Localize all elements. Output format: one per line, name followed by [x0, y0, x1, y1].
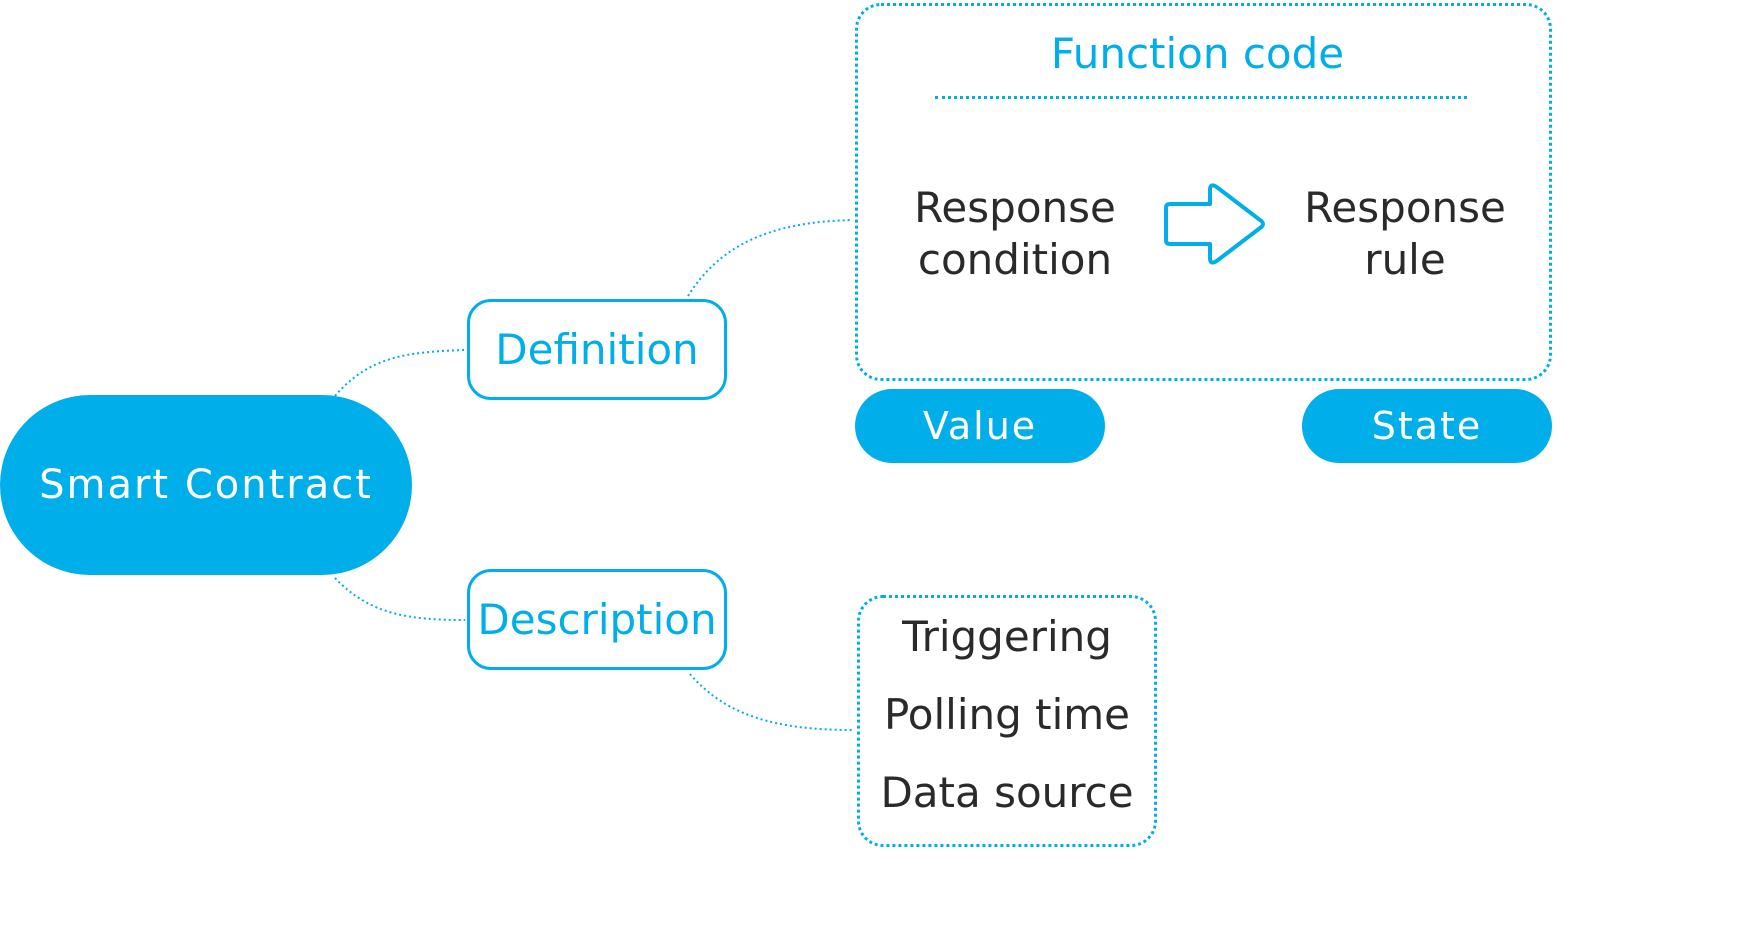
description-node: Description [467, 569, 727, 670]
connector-root-to-definition [334, 349, 466, 397]
state-tag: State [1302, 389, 1552, 463]
description-items-list: Triggering Polling time Data source [857, 606, 1157, 840]
list-item-data-source: Data source [880, 768, 1134, 817]
function-code-divider [935, 96, 1467, 99]
response-rule-label: Response rule [1304, 183, 1506, 284]
description-label: Description [477, 595, 717, 644]
state-tag-label: State [1371, 404, 1483, 448]
value-tag-label: Value [922, 404, 1038, 448]
description-items-box [857, 595, 1157, 847]
connector-definition-to-function-code [687, 219, 853, 297]
function-code-box [855, 3, 1552, 381]
right-arrow-icon [1164, 183, 1265, 265]
list-item-triggering: Triggering [902, 612, 1112, 661]
smart-contract-node: Smart Contract [0, 395, 412, 575]
response-condition-label: Response condition [914, 183, 1116, 284]
smart-contract-label: Smart Contract [39, 462, 373, 508]
definition-label: Definition [495, 325, 699, 374]
connector-root-to-description [334, 577, 466, 621]
definition-node: Definition [467, 299, 727, 400]
connector-description-to-items [689, 673, 853, 731]
value-tag: Value [855, 389, 1105, 463]
function-code-title: Function code [1050, 29, 1345, 78]
list-item-polling-time: Polling time [883, 690, 1131, 739]
